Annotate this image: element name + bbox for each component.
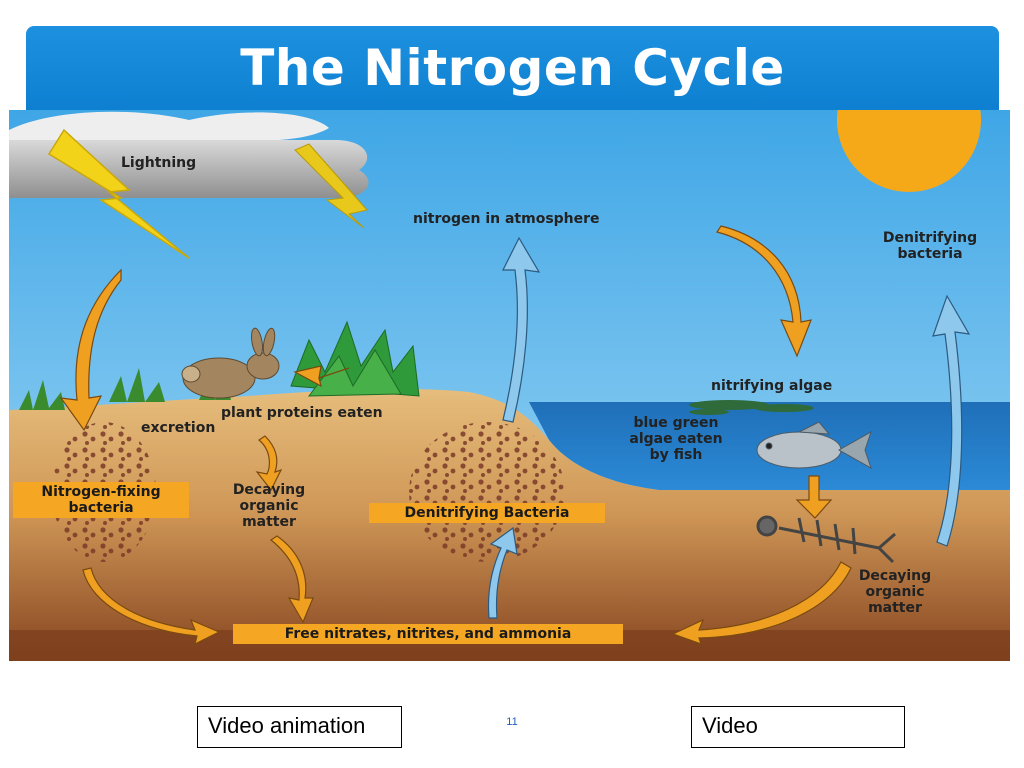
bush: [290, 320, 420, 397]
label-lightning: Lightning: [121, 155, 197, 171]
title-bar: The Nitrogen Cycle: [26, 26, 999, 112]
fish-skeleton: [756, 515, 896, 564]
label-plant-proteins-eaten: plant proteins eaten: [221, 405, 383, 421]
fish: [756, 421, 872, 470]
page-number: 11: [506, 716, 518, 728]
lightning-bolt: [47, 128, 368, 259]
algae: [689, 400, 814, 415]
label-decaying-organic-matter-left: Decaying organic matter: [232, 482, 306, 530]
video-link[interactable]: Video: [691, 706, 905, 748]
label-excretion: excretion: [141, 420, 216, 436]
diagram-artwork: [9, 110, 1010, 661]
tag-nitrogen-fixing-bacteria: Nitrogen-fixing bacteria: [13, 482, 189, 518]
nitrogen-cycle-diagram: Lightning nitrogen in atmosphere Denitri…: [9, 110, 1010, 661]
label-blue-green-algae: blue green algae eaten by fish: [629, 415, 723, 463]
bacteria-cluster-center: [409, 422, 565, 562]
label-nitrifying-algae: nitrifying algae: [711, 378, 833, 394]
label-denitrifying-bacteria-top: Denitrifying bacteria: [882, 230, 978, 262]
video-animation-link[interactable]: Video animation: [197, 706, 402, 748]
label-decaying-organic-matter-right: Decaying organic matter: [858, 568, 932, 616]
orange-arrows: [59, 225, 852, 646]
label-nitrogen-in-atmosphere: nitrogen in atmosphere: [413, 211, 600, 227]
tag-free-nitrates: Free nitrates, nitrites, and ammonia: [233, 624, 623, 644]
blue-arrows: [487, 236, 971, 619]
rabbit: [181, 327, 280, 399]
slide-title: The Nitrogen Cycle: [240, 39, 785, 97]
tag-denitrifying-bacteria: Denitrifying Bacteria: [369, 503, 605, 523]
sun: [837, 110, 981, 192]
